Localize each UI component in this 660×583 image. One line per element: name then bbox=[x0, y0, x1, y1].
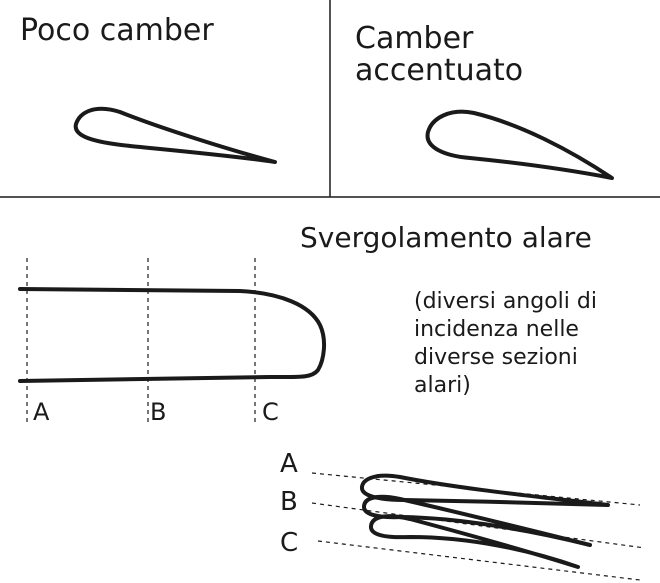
twist-note-line-3: diverse sezioni bbox=[414, 345, 578, 370]
panel-wing-twist: Svergolamento alare (diversi angoli di i… bbox=[18, 221, 646, 581]
section-airfoil-c bbox=[369, 514, 580, 569]
panel-low-camber: Poco camber bbox=[20, 13, 277, 164]
station-label-a: A bbox=[33, 398, 50, 426]
section-label-b: B bbox=[280, 487, 298, 517]
twist-note-line-1: (diversi angoli di bbox=[414, 289, 597, 314]
low-camber-airfoil bbox=[73, 106, 277, 164]
section-label-a: A bbox=[280, 449, 298, 479]
twist-note-line-2: incidenza nelle bbox=[414, 317, 579, 342]
high-camber-title-line2: accentuato bbox=[355, 53, 523, 88]
section-airfoil-b bbox=[362, 494, 592, 547]
high-camber-airfoil bbox=[425, 109, 614, 180]
panel-high-camber: Camber accentuato bbox=[355, 21, 614, 180]
station-label-c: C bbox=[262, 398, 279, 426]
chord-line-c bbox=[317, 540, 641, 581]
low-camber-title: Poco camber bbox=[20, 13, 214, 48]
twist-title: Svergolamento alare bbox=[300, 221, 592, 254]
section-label-c: C bbox=[280, 528, 298, 558]
station-label-b: B bbox=[150, 398, 166, 426]
wing-planform bbox=[18, 287, 327, 383]
high-camber-title-line1: Camber bbox=[355, 21, 474, 56]
chord-line-a bbox=[311, 472, 641, 506]
section-airfoil-a bbox=[360, 473, 610, 507]
twist-note-line-4: alari) bbox=[414, 373, 471, 398]
